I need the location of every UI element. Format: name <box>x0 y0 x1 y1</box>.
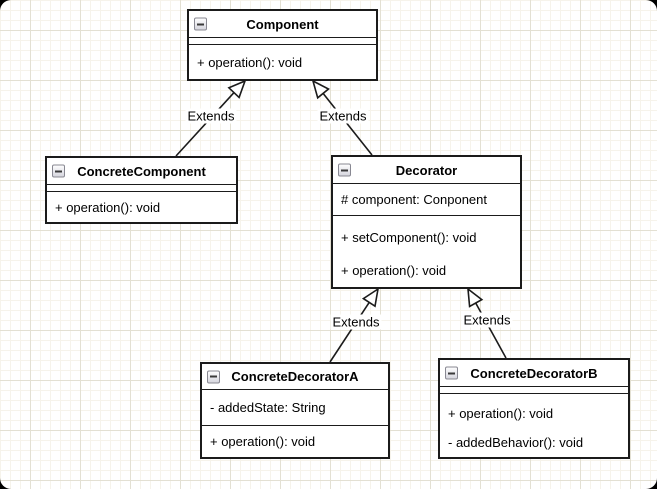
edge-concretedecoratorb-extends-decorator[interactable] <box>467 287 507 359</box>
edge-label-extends[interactable]: Extends <box>330 314 382 330</box>
attributes-compartment-empty <box>189 37 376 44</box>
methods-compartment: + operation(): void - addedBehavior(): v… <box>440 393 628 457</box>
class-concrete-decorator-a-header: ConcreteDecoratorA <box>202 364 388 389</box>
method-row[interactable]: + operation(): void <box>197 54 303 70</box>
class-concrete-decorator-b-header: ConcreteDecoratorB <box>440 360 628 386</box>
class-component-header: Component <box>189 11 376 37</box>
methods-compartment: + operation(): void <box>202 425 388 457</box>
methods-compartment: + operation(): void <box>189 44 376 79</box>
method-row[interactable]: + operation(): void <box>448 406 554 421</box>
method-row[interactable]: + operation(): void <box>210 434 316 449</box>
edge-concretedecoratora-extends-decorator[interactable] <box>329 287 380 363</box>
minus-icon <box>210 375 217 378</box>
attributes-compartment-empty <box>440 386 628 393</box>
attribute-row[interactable]: - addedState: String <box>210 400 326 415</box>
class-name: Component <box>246 16 319 32</box>
class-concrete-decorator-b[interactable]: ConcreteDecoratorB + operation(): void -… <box>438 358 630 459</box>
edge-label-extends[interactable]: Extends <box>461 312 513 328</box>
collapse-icon[interactable] <box>52 164 65 178</box>
minus-icon <box>55 170 62 172</box>
minus-icon <box>448 372 455 374</box>
class-concrete-decorator-a[interactable]: ConcreteDecoratorA - addedState: String … <box>200 362 390 459</box>
class-concrete-component-header: ConcreteComponent <box>47 158 236 184</box>
collapse-icon[interactable] <box>445 366 458 380</box>
method-row[interactable]: + operation(): void <box>55 199 161 215</box>
class-concrete-component[interactable]: ConcreteComponent + operation(): void <box>45 156 238 224</box>
minus-icon <box>341 169 348 171</box>
class-name: ConcreteDecoratorA <box>231 369 359 384</box>
attributes-compartment: - addedState: String <box>202 389 388 425</box>
class-name: Decorator <box>395 162 458 178</box>
class-decorator-header: Decorator <box>333 157 520 183</box>
class-name: ConcreteComponent <box>77 163 206 179</box>
method-row[interactable]: + setComponent(): void <box>341 230 477 245</box>
edge-label-extends[interactable]: Extends <box>317 108 369 124</box>
edge-decorator-extends-component[interactable] <box>311 79 373 156</box>
edge-concretecomponent-extends-component[interactable] <box>175 79 247 157</box>
method-row[interactable]: + operation(): void <box>341 263 447 278</box>
minus-icon <box>197 23 204 25</box>
edge-label-extends[interactable]: Extends <box>185 108 237 124</box>
class-name: ConcreteDecoratorB <box>470 365 598 381</box>
collapse-icon[interactable] <box>338 163 351 177</box>
collapse-icon[interactable] <box>207 370 220 383</box>
attributes-compartment: # component: Conponent <box>333 183 520 215</box>
methods-compartment: + setComponent(): void + operation(): vo… <box>333 215 520 287</box>
collapse-icon[interactable] <box>194 17 207 31</box>
class-decorator[interactable]: Decorator # component: Conponent + setCo… <box>331 155 522 289</box>
attribute-row[interactable]: # component: Conponent <box>341 192 487 207</box>
attributes-compartment-empty <box>47 184 236 191</box>
class-component[interactable]: Component + operation(): void <box>187 9 378 81</box>
method-row[interactable]: - addedBehavior(): void <box>448 435 584 450</box>
methods-compartment: + operation(): void <box>47 191 236 222</box>
